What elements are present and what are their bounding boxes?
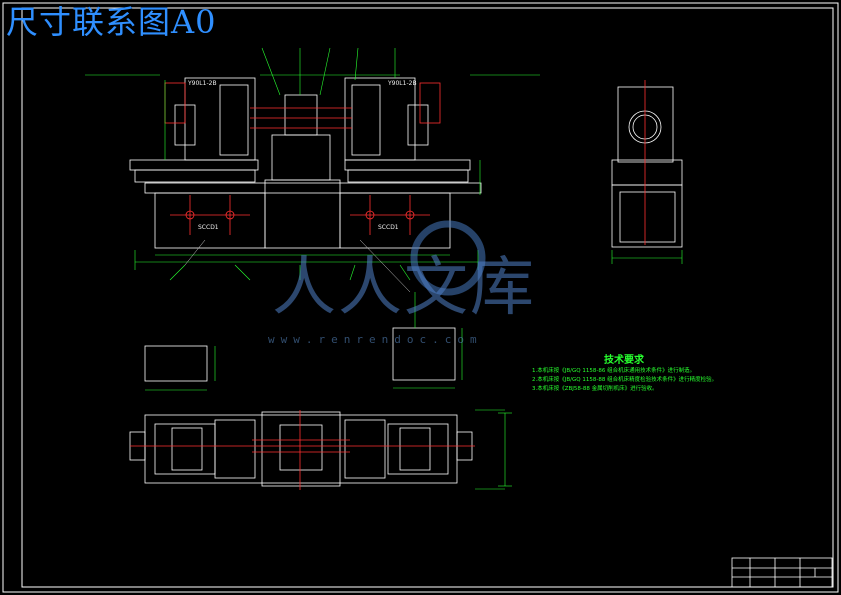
detail-boxes	[144, 292, 463, 391]
front-view	[85, 47, 540, 293]
drawing-title: 尺寸联系图A0	[6, 3, 217, 41]
tech-note-1: 1.本机床按《JB/GQ 1158-86 组合机床通用技术条件》进行制造。	[532, 368, 696, 374]
watermark-url: www.renrendoc.com	[268, 333, 483, 346]
tech-note-3: 3.本机床按《ZBJ58-88 金属切削机床》进行验收。	[532, 386, 658, 392]
motor-label-left: Y90L1-2B	[188, 80, 217, 87]
title-block	[731, 557, 833, 588]
side-view	[611, 80, 683, 264]
tech-requirements-title: 技术要求	[604, 355, 644, 366]
section-label-right: SCCD1	[378, 224, 399, 231]
watermark-logo	[410, 220, 486, 296]
plan-view	[129, 409, 512, 490]
watermark-logo-text: 人人文库	[272, 251, 536, 325]
tech-note-2: 2.本机床按《JB/GQ 1158-88 组合机床精度检验技术条件》进行精度检验…	[532, 377, 718, 383]
motor-label-right: Y90L1-2B	[388, 80, 417, 87]
section-label-left: SCCD1	[198, 224, 219, 231]
